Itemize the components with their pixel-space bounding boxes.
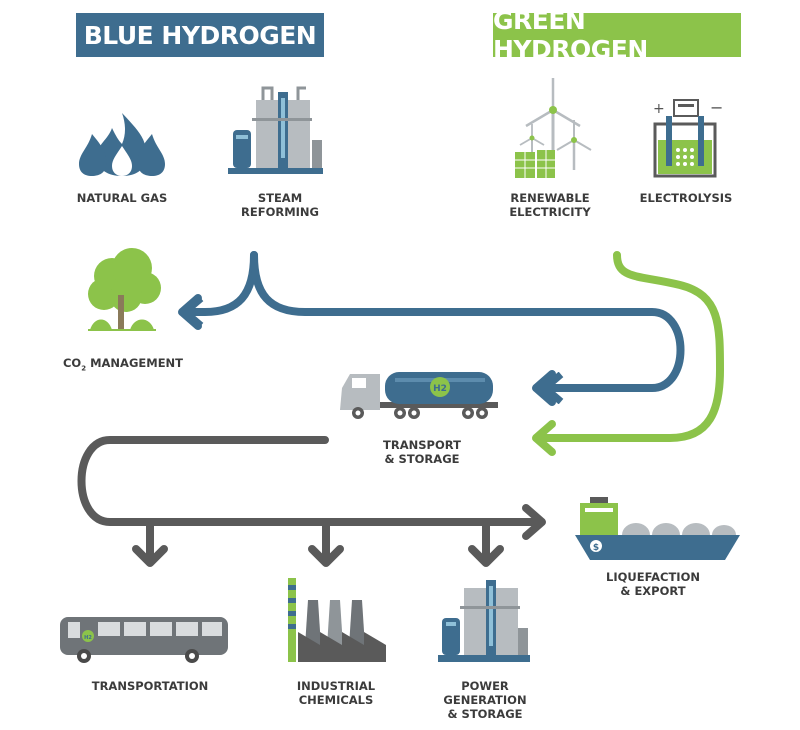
industrial-factory-icon [288,578,386,662]
power-generation-plant-icon [438,580,530,662]
svg-text:−: − [710,98,723,117]
liquefaction-ship-icon: $ [575,497,740,560]
blue-flow-lines [181,251,685,388]
arrow-to-transport-blue [532,370,556,406]
natural-gas-label: NATURAL GAS [76,191,168,205]
bus-h2-label: H2 [84,635,92,641]
co2-suffix: MANAGEMENT [86,356,184,370]
hydrogen-truck-icon: H2 [340,372,498,419]
transport-storage-label: TRANSPORT & STORAGE [383,438,461,466]
power-generation-storage-label: POWER GENERATION & STORAGE [443,679,527,721]
co2-prefix: CO [62,356,82,370]
hydrogen-bus-icon: H2 [60,617,228,663]
tree-icon [88,248,161,331]
blue-hydrogen-banner: BLUE HYDROGEN [76,13,324,57]
arrow-to-co2 [178,294,202,330]
transportation-label: TRANSPORTATION [91,679,209,693]
electrolysis-icon: + − [653,98,723,178]
steam-reforming-plant-icon [228,86,323,174]
green-flow-line [541,251,724,442]
flame-icon [79,113,165,176]
renewable-electricity-label: RENEWABLE ELECTRICITY [509,191,591,219]
co2-subscript: 2 [81,364,87,373]
h2-tank-label: H2 [433,384,447,394]
co2-management-label: CO2 MANAGEMENT [58,342,188,375]
steam-reforming-label: STEAM REFORMING [241,191,319,219]
electrolysis-label: ELECTROLYSIS [639,191,733,205]
liquefaction-export-label: LIQUEFACTION & EXPORT [606,570,700,598]
distribution-flow-lines [77,436,546,567]
wind-solar-icon [515,78,592,178]
svg-text:+: + [653,101,665,117]
ship-emblem-label: $ [593,543,599,553]
arrow-to-transport-green [532,420,556,456]
industrial-chemicals-label: INDUSTRIAL CHEMICALS [296,679,376,707]
